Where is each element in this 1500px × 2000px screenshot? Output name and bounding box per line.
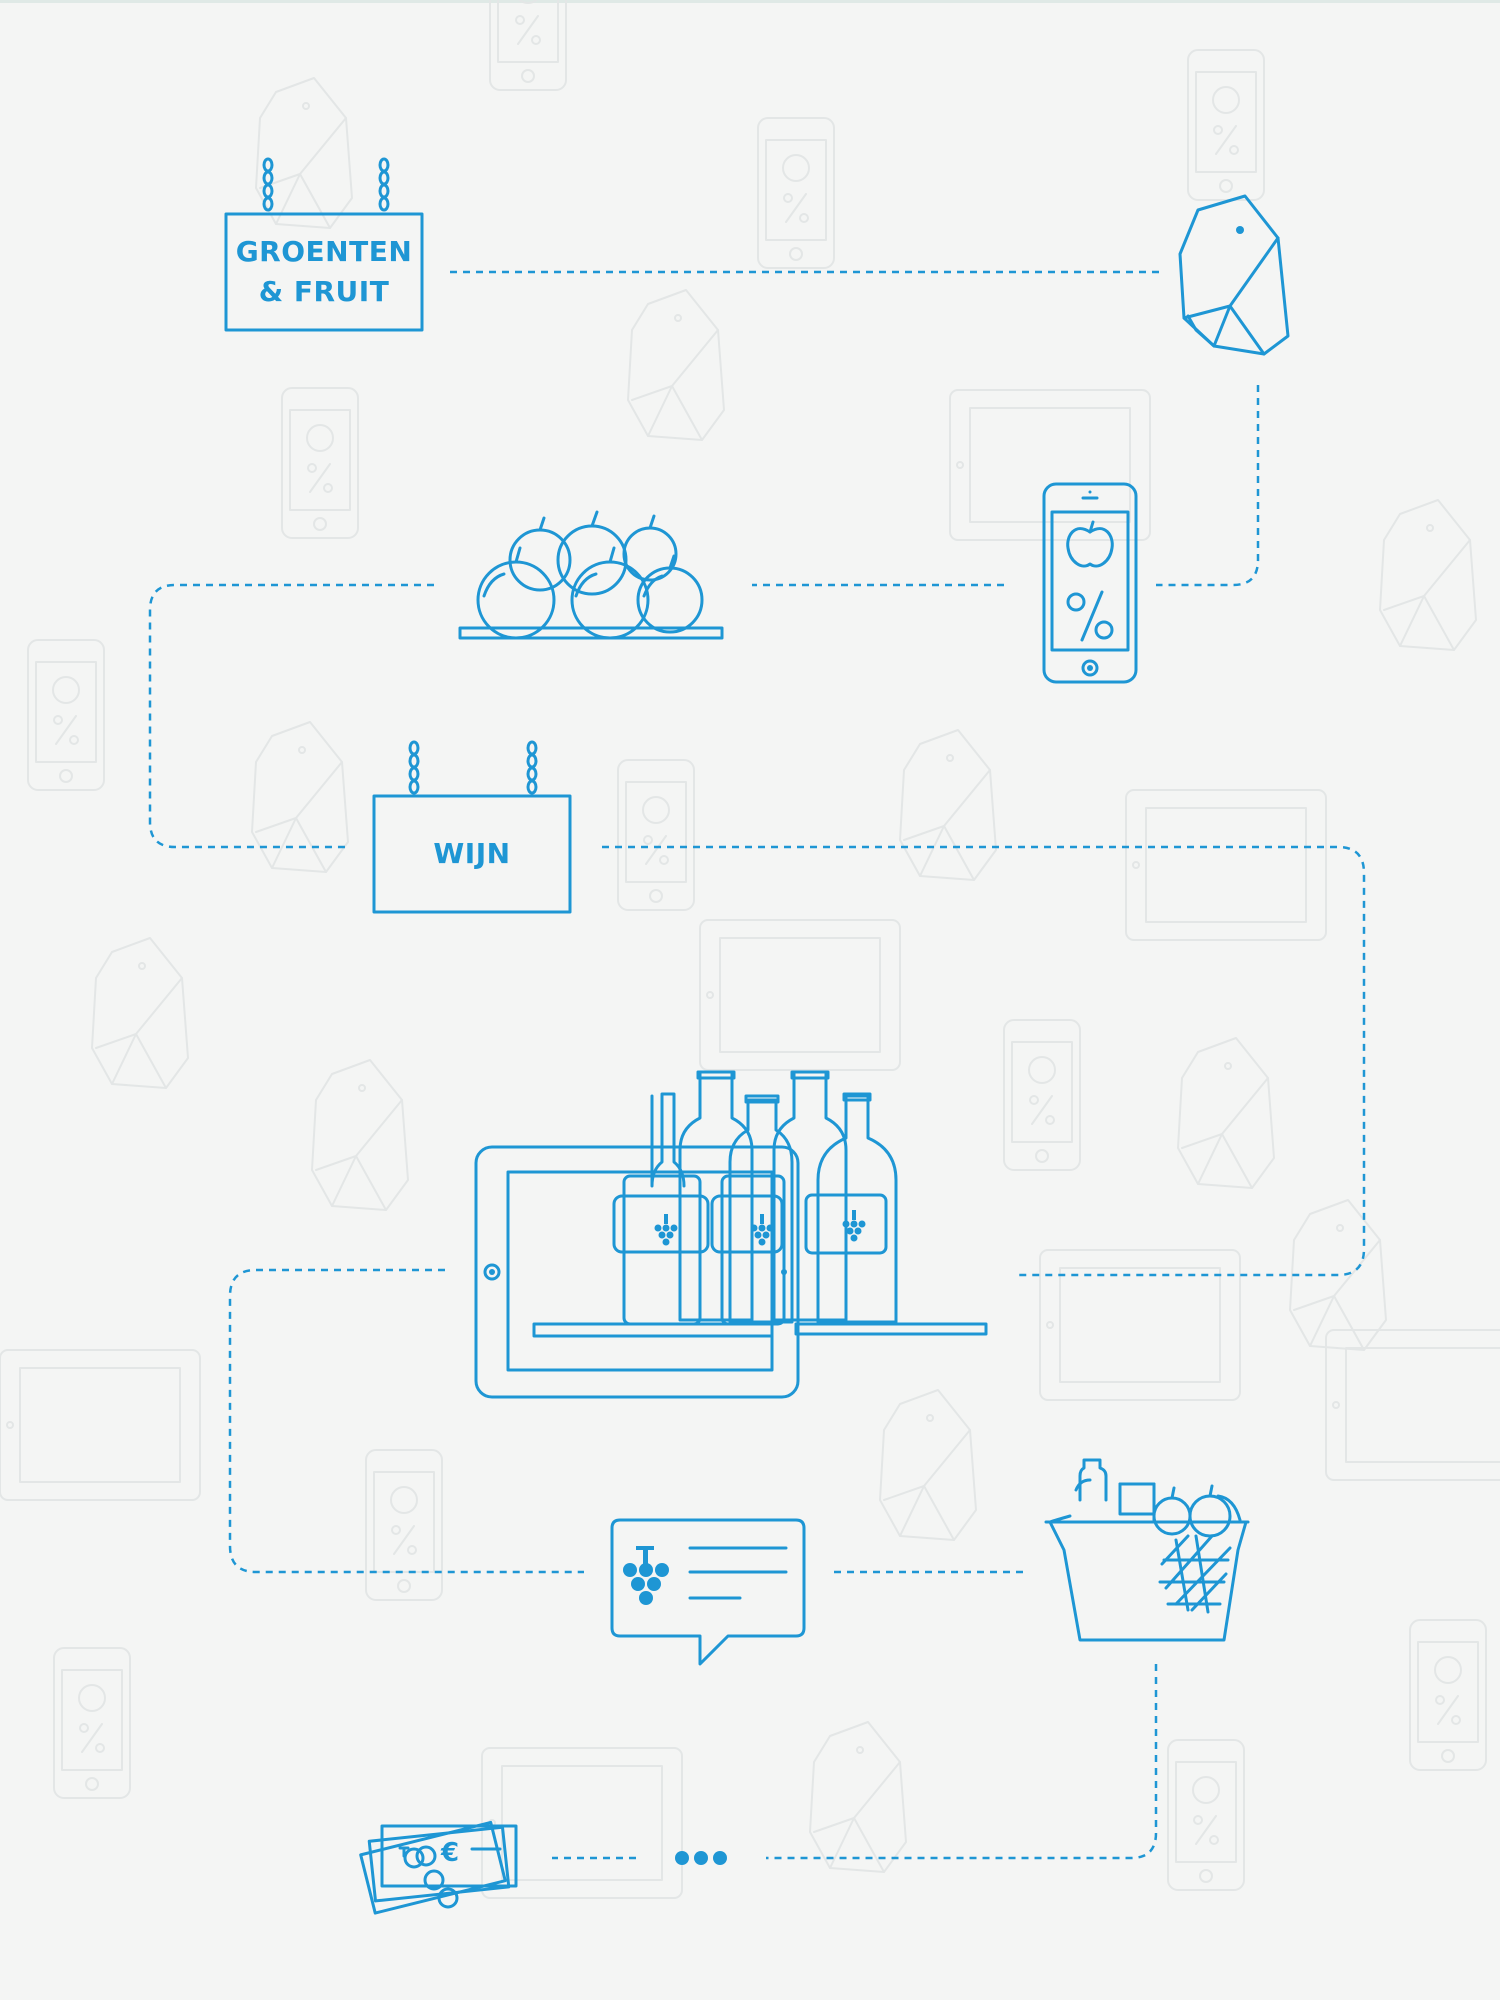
beacon-icon [1178, 194, 1290, 356]
tablet-wine-shelf-icon [474, 1070, 988, 1399]
top-border [0, 0, 1500, 3]
smartphone-offer-icon [1042, 482, 1138, 684]
wine-info-bubble-icon [610, 1518, 806, 1666]
produce-sign-line1: GROENTEN [235, 235, 413, 268]
svg-text:€: € [440, 1838, 459, 1868]
wine-sign-label: WIJN [433, 837, 511, 870]
wine-bottles [650, 1070, 988, 1336]
flow-connectors [148, 270, 1366, 1860]
fruit-shelf-icon [458, 510, 724, 640]
produce-sign-label: GROENTEN & FRUIT [226, 232, 422, 312]
wine-sign-icon [372, 740, 572, 914]
ellipsis-icon [675, 1851, 727, 1865]
produce-sign-line2: & FRUIT [258, 275, 390, 308]
euro-money-icon: € [359, 1820, 518, 1915]
shopping-basket-icon [1044, 1458, 1250, 1642]
produce-sign-icon [224, 157, 424, 332]
